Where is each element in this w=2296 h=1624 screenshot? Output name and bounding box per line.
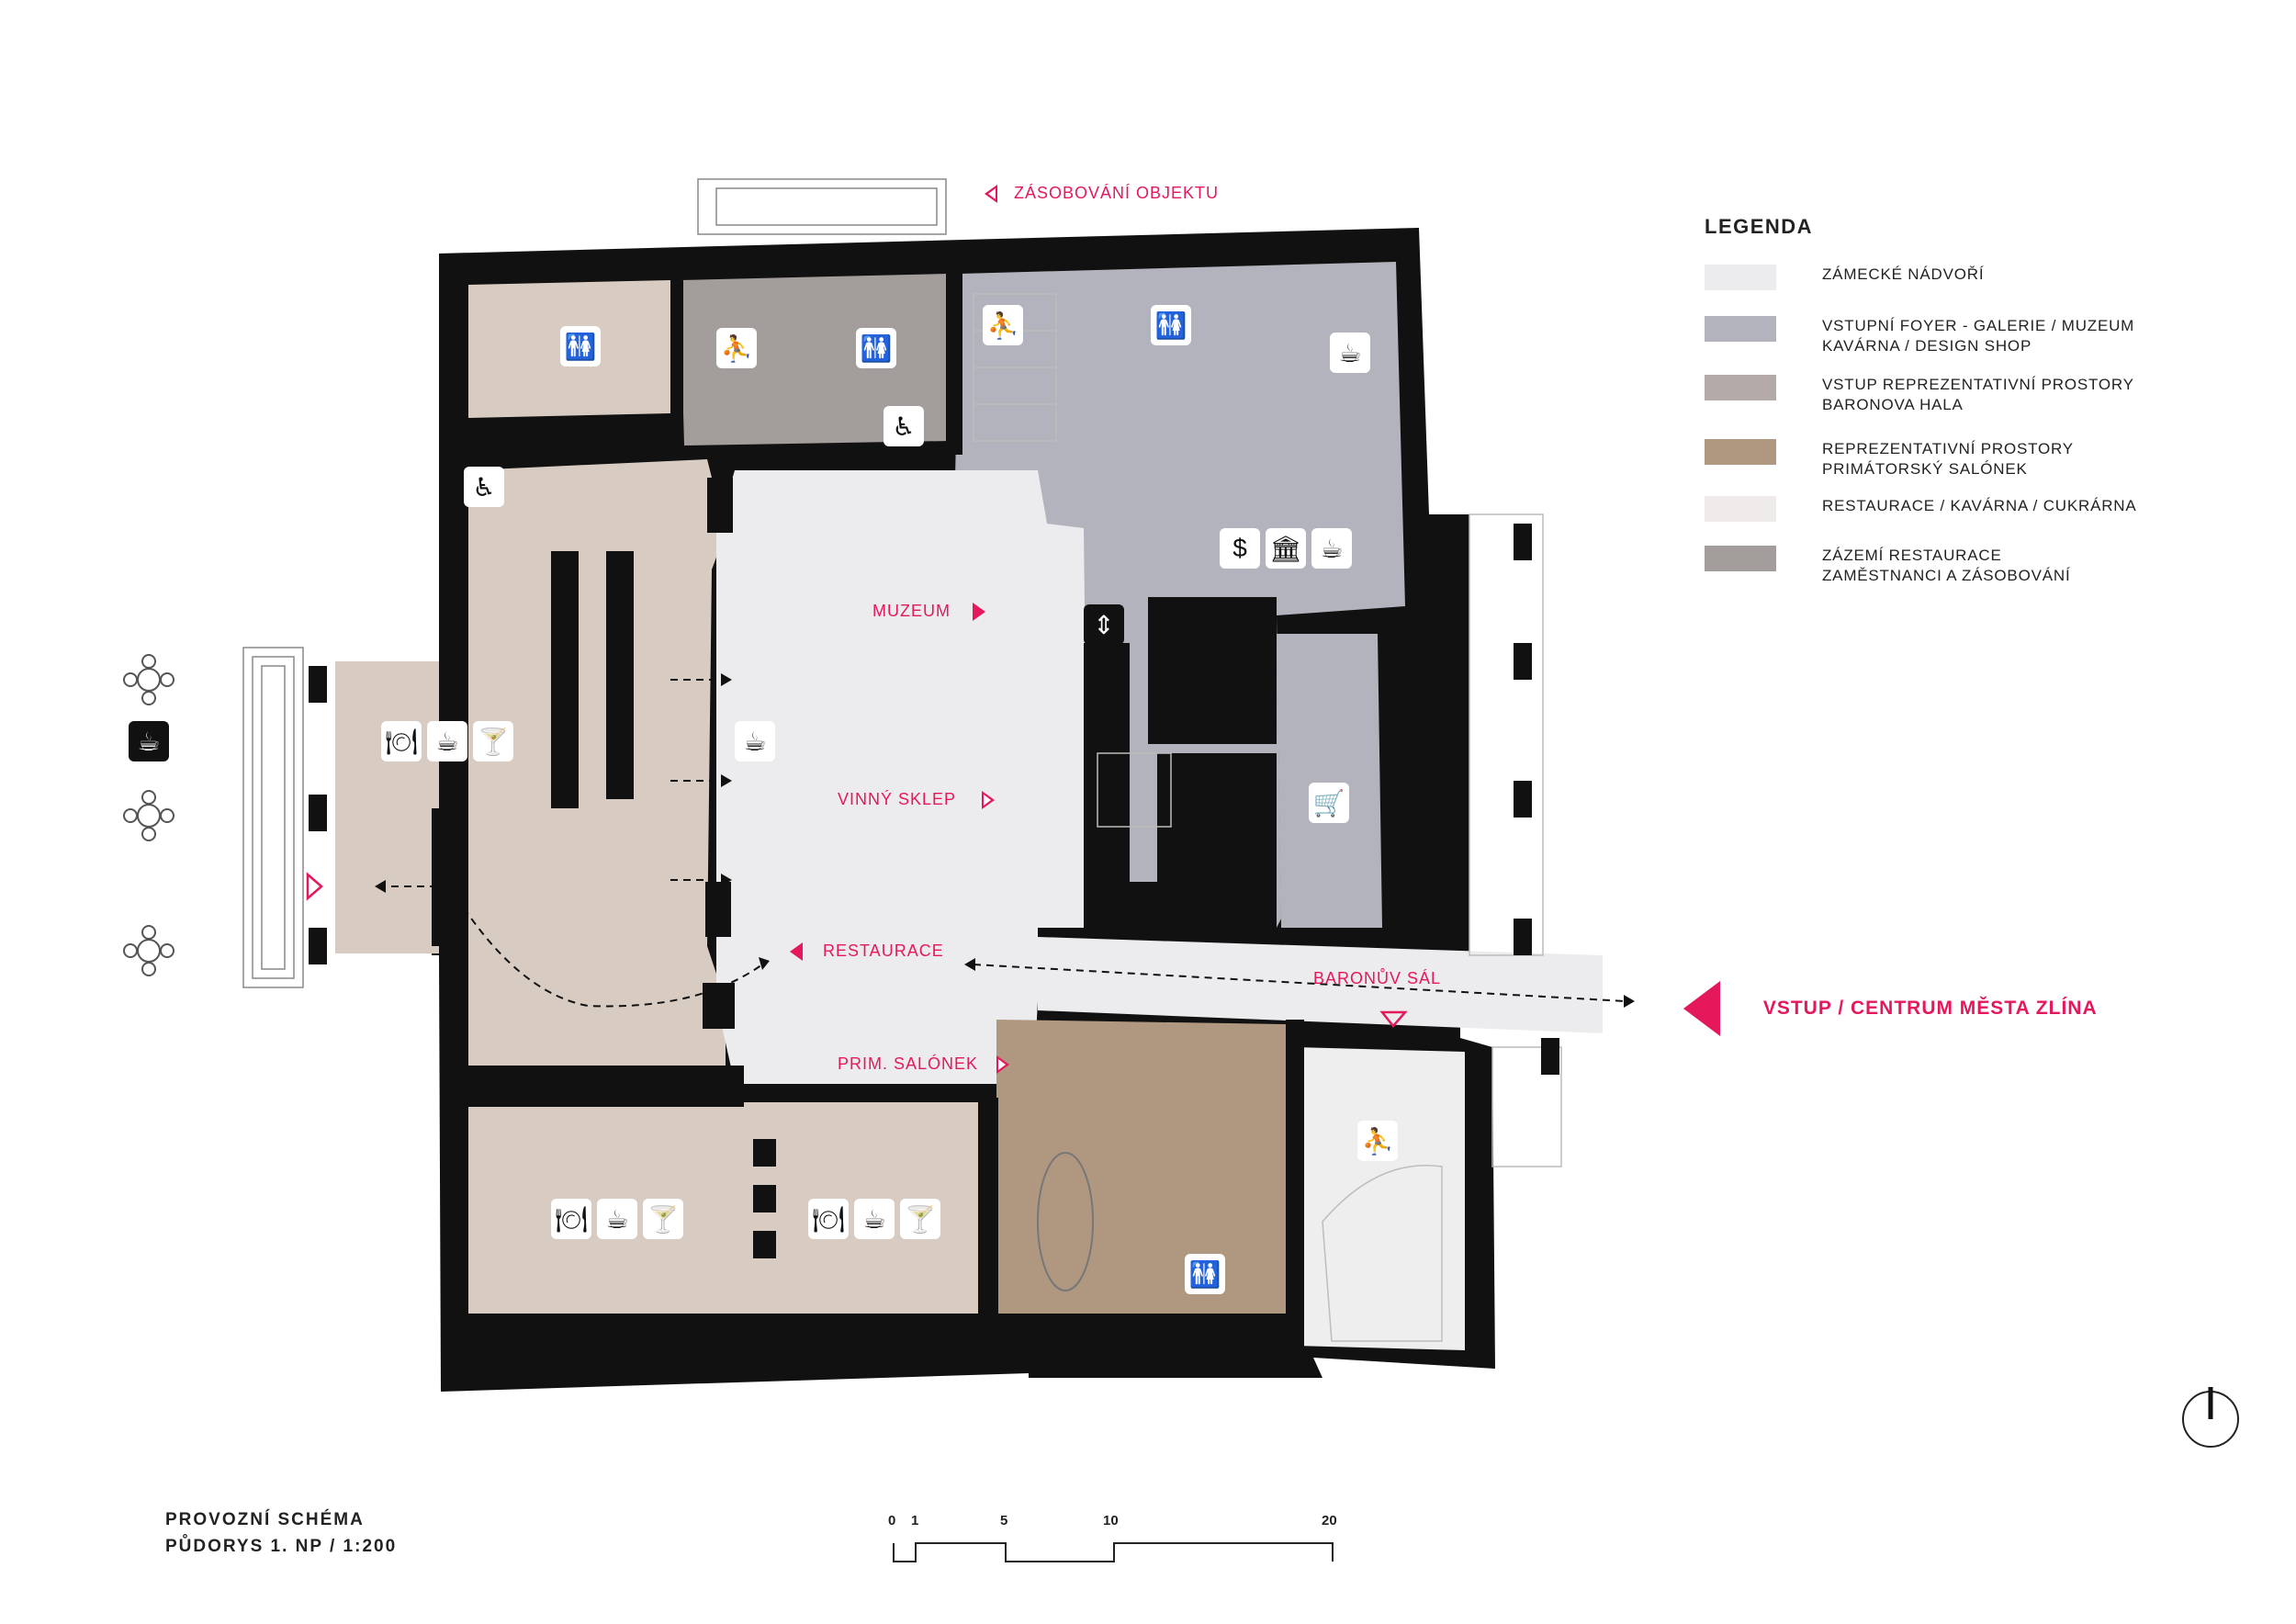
zone-baron-hall	[1038, 937, 1603, 1033]
scale-tick-label: 20	[1322, 1513, 1337, 1528]
coffee-icon: ☕	[735, 721, 775, 761]
cocktail-icon: 🍸	[900, 1199, 940, 1239]
conference-table	[1037, 1152, 1094, 1291]
prim-salon-arrow-icon	[996, 1055, 1010, 1075]
legend-item: RESTAURACE / KAVÁRNA / CUKRÁRNA	[1705, 496, 2137, 522]
cocktail-icon: 🍸	[473, 721, 513, 761]
west-stairs	[242, 647, 304, 988]
flow-arrowheads	[375, 673, 1635, 1008]
coffee-icon: ☕	[597, 1199, 637, 1239]
wine-cellar-arrow-icon	[981, 791, 995, 810]
legend-item: ZÁMECKÉ NÁDVOŘÍ	[1705, 265, 1984, 290]
zone-shop	[1277, 634, 1382, 928]
outdoor-tables	[123, 654, 174, 976]
coffee-icon: ☕	[854, 1199, 895, 1239]
terrace-icons: 🍽 ☕ 🍸	[381, 721, 513, 761]
restaurant-label: RESTAURACE	[790, 942, 944, 962]
restaurant-arrow-icon	[790, 942, 803, 962]
plate-icon: 🍽	[551, 1199, 591, 1239]
legend-swatch	[1705, 546, 1776, 571]
legend-swatch	[1705, 375, 1776, 400]
north-arrow	[2182, 1387, 2239, 1448]
lift-icon: ⇕	[1084, 604, 1124, 645]
bank-icon: 🏛	[1266, 528, 1306, 569]
wc-icon: 🚻	[856, 328, 896, 368]
wc-icon: 🚻	[1151, 305, 1191, 345]
scale-bar	[893, 1542, 1334, 1562]
scale-tick-label: 10	[1103, 1513, 1119, 1528]
coffee-icon: ☕	[129, 721, 169, 761]
west-entry-arrow	[306, 872, 1408, 1028]
dollar-icon: $	[1220, 528, 1260, 569]
cocktail-icon: 🍸	[643, 1199, 683, 1239]
museum-arrow-icon	[973, 603, 986, 622]
zone-stair-hall	[1295, 1047, 1465, 1350]
wheelchair-icon: ♿	[464, 467, 504, 507]
baron-hall-label: BARONŮV SÁL	[1313, 969, 1442, 987]
legend-swatch	[1705, 439, 1776, 465]
east-colonnade	[1469, 513, 1562, 1167]
stairs-icon: ⛹	[716, 328, 757, 368]
entrance-arrow-icon	[1683, 981, 1720, 1036]
restaurant-west-icons: 🍽 ☕ 🍸	[551, 1199, 683, 1239]
stairs-icon: ⛹	[983, 305, 1023, 345]
legend-swatch	[1705, 316, 1776, 342]
wc-icon: 🚻	[560, 326, 601, 367]
plate-icon: 🍽	[808, 1199, 849, 1239]
prim-salon-label: PRIM. SALÓNEK	[838, 1054, 1010, 1075]
legend-swatch	[1705, 496, 1776, 522]
museum-label: MUZEUM	[872, 602, 986, 622]
scale-tick-label: 5	[1000, 1513, 1008, 1528]
flow-arrows	[386, 679, 1626, 1008]
zone-staff	[680, 274, 951, 445]
inner-walls	[432, 271, 1304, 1359]
scale-tick-label: 1	[911, 1513, 919, 1528]
restaurant-east-icons: 🍽 ☕ 🍸	[808, 1199, 940, 1239]
column-pairs	[309, 524, 1559, 1075]
coffee-icon: ☕	[1330, 333, 1370, 373]
legend-swatch	[1705, 265, 1776, 290]
zone-representative	[996, 1020, 1286, 1314]
zone-restaurant-west	[468, 459, 726, 1084]
supply-annex	[697, 178, 947, 235]
stairs-icon: ⛹	[1357, 1121, 1398, 1161]
wheelchair-icon: ♿	[884, 406, 924, 446]
plan-title: PROVOZNÍ SCHÉMA PŮDORYS 1. NP / 1:200	[165, 1510, 398, 1556]
supply-arrow-icon	[985, 185, 997, 204]
zone-west-terrace	[335, 661, 439, 953]
zone-courtyard	[716, 470, 1088, 1084]
cart-icon: 🛒	[1309, 783, 1349, 823]
entrance-label: VSTUP / CENTRUM MĚSTA ZLÍNA	[1683, 981, 2098, 1036]
supply-label: ZÁSOBOVÁNÍ OBJEKTU	[985, 184, 1219, 204]
plate-icon: 🍽	[381, 721, 422, 761]
coffee-icon: ☕	[427, 721, 467, 761]
legend-title: LEGENDA	[1705, 215, 1814, 238]
zone-restaurant-south	[468, 1102, 978, 1314]
wc-icon: 🚻	[1185, 1254, 1225, 1294]
foyer-service-icons: $ 🏛 ☕	[1220, 528, 1352, 569]
coffee-icon: ☕	[1311, 528, 1352, 569]
scale-tick-label: 0	[888, 1513, 896, 1528]
wine-cellar-label: VINNÝ SKLEP	[838, 790, 995, 810]
